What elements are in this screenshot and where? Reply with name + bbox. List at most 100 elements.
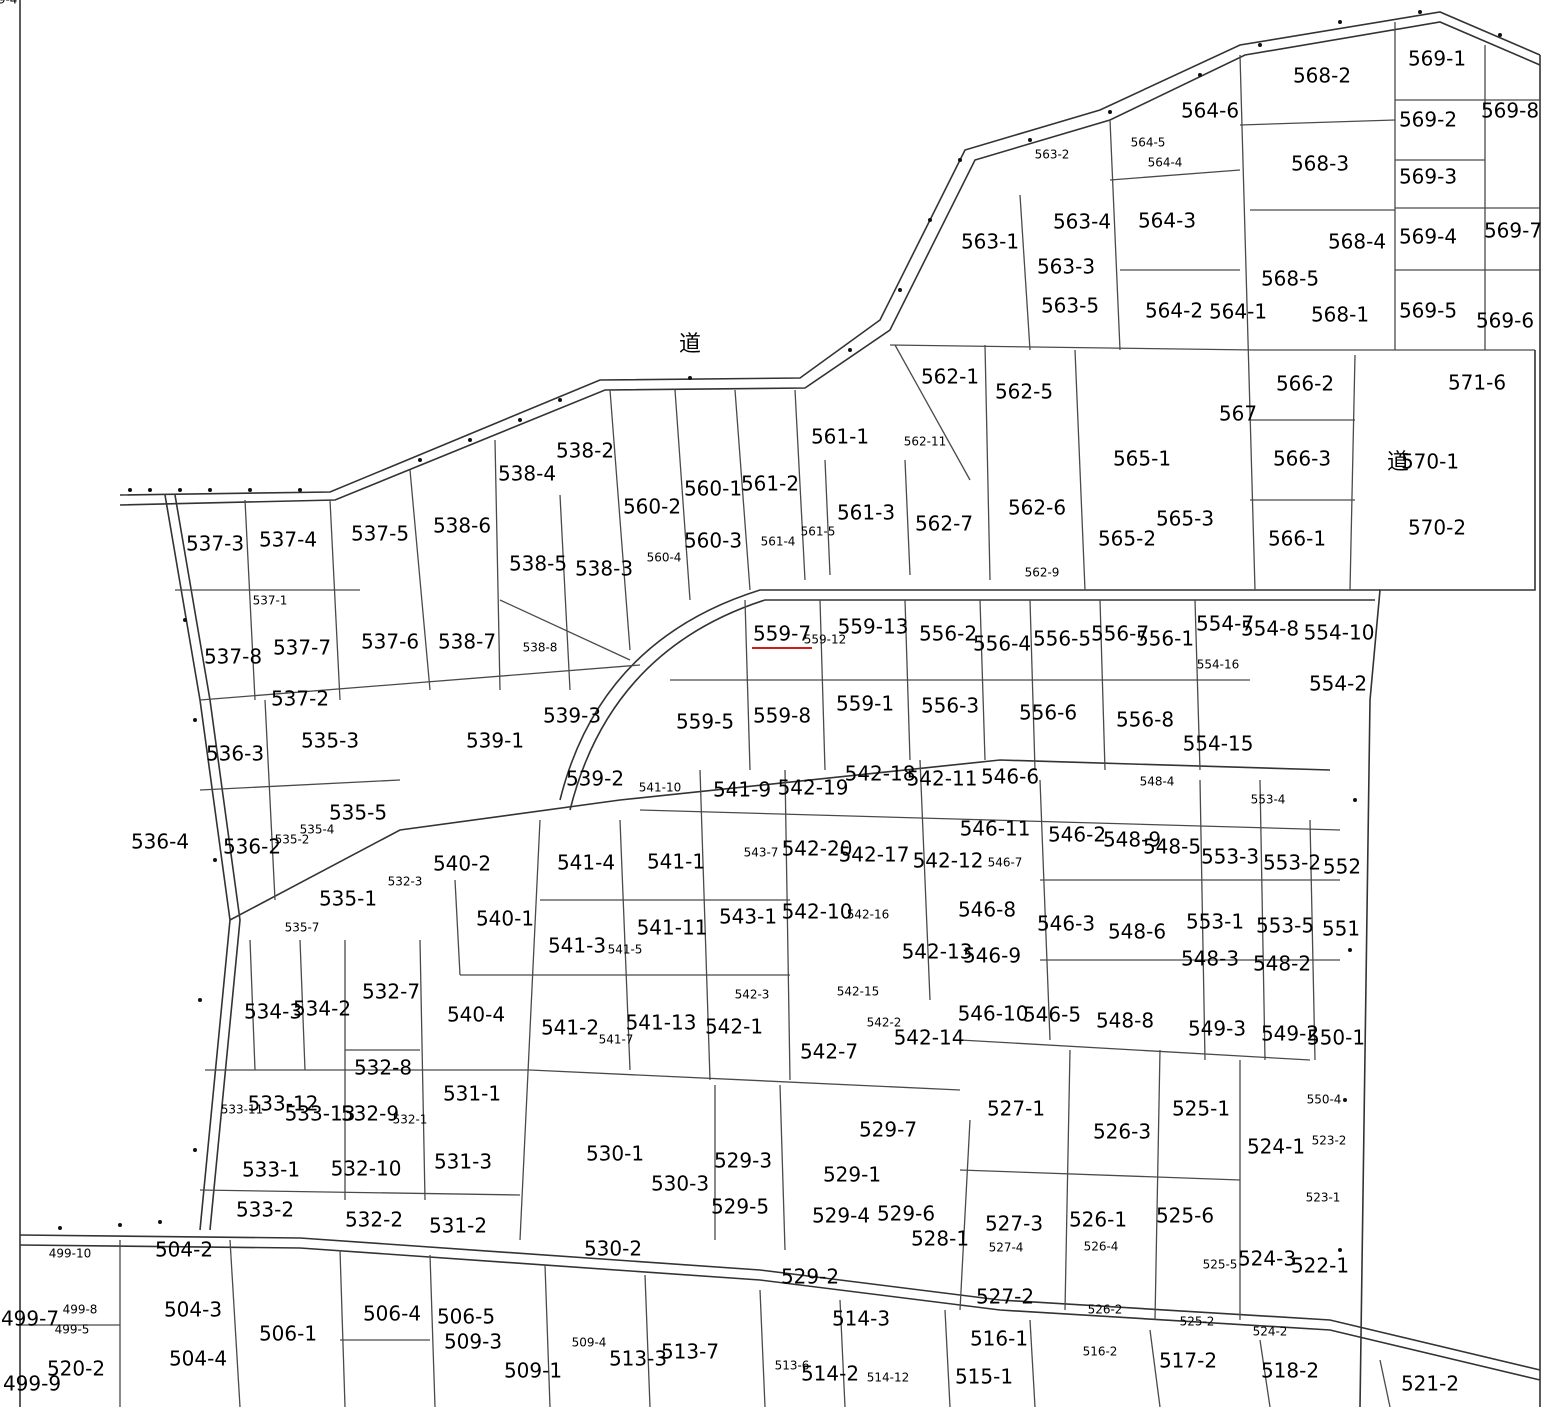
parcel-label: 533-1 bbox=[242, 1158, 300, 1182]
parcel-label: 560-1 bbox=[684, 477, 742, 501]
parcel-label: 549-2 bbox=[1261, 1022, 1319, 1046]
parcel-label: 546-2 bbox=[1048, 823, 1106, 847]
parcel-label: 506-5 bbox=[437, 1305, 495, 1329]
parcel-label: 522-1 bbox=[1291, 1254, 1349, 1278]
parcel-label: 541-2 bbox=[541, 1016, 599, 1040]
parcel-label: 569-5 bbox=[1399, 299, 1457, 323]
parcel-label: 535-1 bbox=[319, 887, 377, 911]
parcel-label: 562-11 bbox=[904, 435, 947, 449]
parcel-label: 535-4 bbox=[300, 823, 335, 837]
parcel-label: 562-5 bbox=[995, 380, 1053, 404]
parcel-label: 537-5 bbox=[351, 522, 409, 546]
boundary-roads bbox=[19, 0, 1541, 1407]
parcel-label: 569-7 bbox=[1484, 219, 1542, 243]
parcel-label: 516-2 bbox=[1083, 1345, 1118, 1359]
parcel-label: 542-17 bbox=[839, 843, 910, 867]
parcel-lines bbox=[20, 22, 1540, 1407]
parcel-label: 559-5 bbox=[676, 710, 734, 734]
parcel-label: 529-4 bbox=[812, 1204, 870, 1228]
parcel-label: 540-4 bbox=[447, 1003, 505, 1027]
parcel-label: 559-7 bbox=[753, 622, 811, 646]
parcel-label: 537-4 bbox=[259, 528, 317, 552]
parcel-label: 546-5 bbox=[1023, 1003, 1081, 1027]
parcel-label: 553-1 bbox=[1186, 910, 1244, 934]
parcel-label: 529-3 bbox=[714, 1149, 772, 1173]
parcel-label: 499-9 bbox=[3, 1372, 61, 1396]
parcel-label: 553-5 bbox=[1256, 914, 1314, 938]
parcel-label: 556-1 bbox=[1136, 627, 1194, 651]
parcel-label: 533-2 bbox=[236, 1198, 294, 1222]
parcel-label: 568-4 bbox=[1328, 230, 1386, 254]
parcel-label: 526-3 bbox=[1093, 1120, 1151, 1144]
parcel-label: 564-6 bbox=[1181, 99, 1239, 123]
parcel-label: 540-1 bbox=[476, 907, 534, 931]
parcel-label: 539-3 bbox=[543, 704, 601, 728]
parcel-label: 542-10 bbox=[782, 900, 853, 924]
parcel-label: 562-1 bbox=[921, 365, 979, 389]
parcel-label: 524-3 bbox=[1238, 1247, 1296, 1271]
parcel-label: 523-2 bbox=[1312, 1134, 1347, 1148]
parcel-label: 556-4 bbox=[973, 632, 1031, 656]
parcel-label: 568-2 bbox=[1293, 64, 1351, 88]
parcel-label: 535-7 bbox=[285, 921, 320, 935]
parcel-label: 532-7 bbox=[362, 980, 420, 1004]
parcel-label: 538-5 bbox=[509, 552, 567, 576]
parcel-label: 525-5 bbox=[1203, 1258, 1238, 1272]
parcel-label: 542-11 bbox=[907, 767, 978, 791]
parcel-label: 532-9 bbox=[341, 1102, 399, 1126]
parcel-label: 506-4 bbox=[363, 1302, 421, 1326]
parcel-label: 570-2 bbox=[1408, 516, 1466, 540]
parcel-label: 524-2 bbox=[1253, 1325, 1288, 1339]
parcel-label: 569-4 bbox=[1399, 225, 1457, 249]
parcel-label: 542-14 bbox=[894, 1026, 965, 1050]
parcel-label: 517-2 bbox=[1159, 1349, 1217, 1373]
parcel-label: 527-2 bbox=[976, 1285, 1034, 1309]
parcel-label: 533-13 bbox=[285, 1102, 356, 1126]
parcel-label: 565-3 bbox=[1156, 507, 1214, 531]
parcel-label: 538-8 bbox=[523, 641, 558, 655]
parcel-label: 560-3 bbox=[684, 529, 742, 553]
parcel-label: 565-2 bbox=[1098, 527, 1156, 551]
parcel-label: 514-2 bbox=[801, 1362, 859, 1386]
parcel-label: 556-7 bbox=[1091, 622, 1149, 646]
parcel-label: 499-4 bbox=[0, 0, 17, 7]
parcel-label: 554-10 bbox=[1304, 621, 1375, 645]
parcel-label: 536-2 bbox=[223, 835, 281, 859]
parcel-label: 556-2 bbox=[919, 622, 977, 646]
parcel-label: 548-9 bbox=[1103, 828, 1161, 852]
parcel-label: 565-1 bbox=[1113, 447, 1171, 471]
parcel-label: 527-4 bbox=[989, 1241, 1024, 1255]
parcel-label: 533-11 bbox=[221, 1103, 264, 1117]
parcel-label: 542-7 bbox=[800, 1040, 858, 1064]
parcel-label: 542-2 bbox=[867, 1016, 902, 1030]
parcel-label: 559-13 bbox=[838, 615, 909, 639]
parcel-label: 538-2 bbox=[556, 439, 614, 463]
parcel-label: 536-4 bbox=[131, 830, 189, 854]
road-label: 道 bbox=[679, 332, 701, 357]
parcel-label: 524-1 bbox=[1247, 1135, 1305, 1159]
parcel-label: 554-15 bbox=[1183, 732, 1254, 756]
parcel-label: 542-18 bbox=[845, 762, 916, 786]
parcel-label: 563-2 bbox=[1035, 148, 1070, 162]
parcel-label: 546-3 bbox=[1037, 912, 1095, 936]
parcel-label: 553-2 bbox=[1263, 851, 1321, 875]
parcel-label: 521-2 bbox=[1401, 1372, 1459, 1396]
parcel-label: 569-2 bbox=[1399, 108, 1457, 132]
parcel-label: 563-4 bbox=[1053, 210, 1111, 234]
parcel-label: 538-6 bbox=[433, 514, 491, 538]
parcel-label: 546-6 bbox=[981, 765, 1039, 789]
parcel-label: 543-1 bbox=[719, 905, 777, 929]
parcel-label: 554-8 bbox=[1241, 617, 1299, 641]
parcel-label: 518-2 bbox=[1261, 1359, 1319, 1383]
road-label: 道 bbox=[1387, 450, 1409, 475]
parcel-label: 541-10 bbox=[639, 781, 682, 795]
parcel-label: 499-5 bbox=[55, 1323, 90, 1337]
parcel-label: 542-19 bbox=[778, 776, 849, 800]
parcel-label: 533-12 bbox=[248, 1092, 319, 1116]
parcel-label: 542-16 bbox=[847, 908, 890, 922]
parcel-label: 562-7 bbox=[915, 512, 973, 536]
parcel-label: 532-3 bbox=[388, 875, 423, 889]
parcel-label: 543-7 bbox=[744, 846, 779, 860]
